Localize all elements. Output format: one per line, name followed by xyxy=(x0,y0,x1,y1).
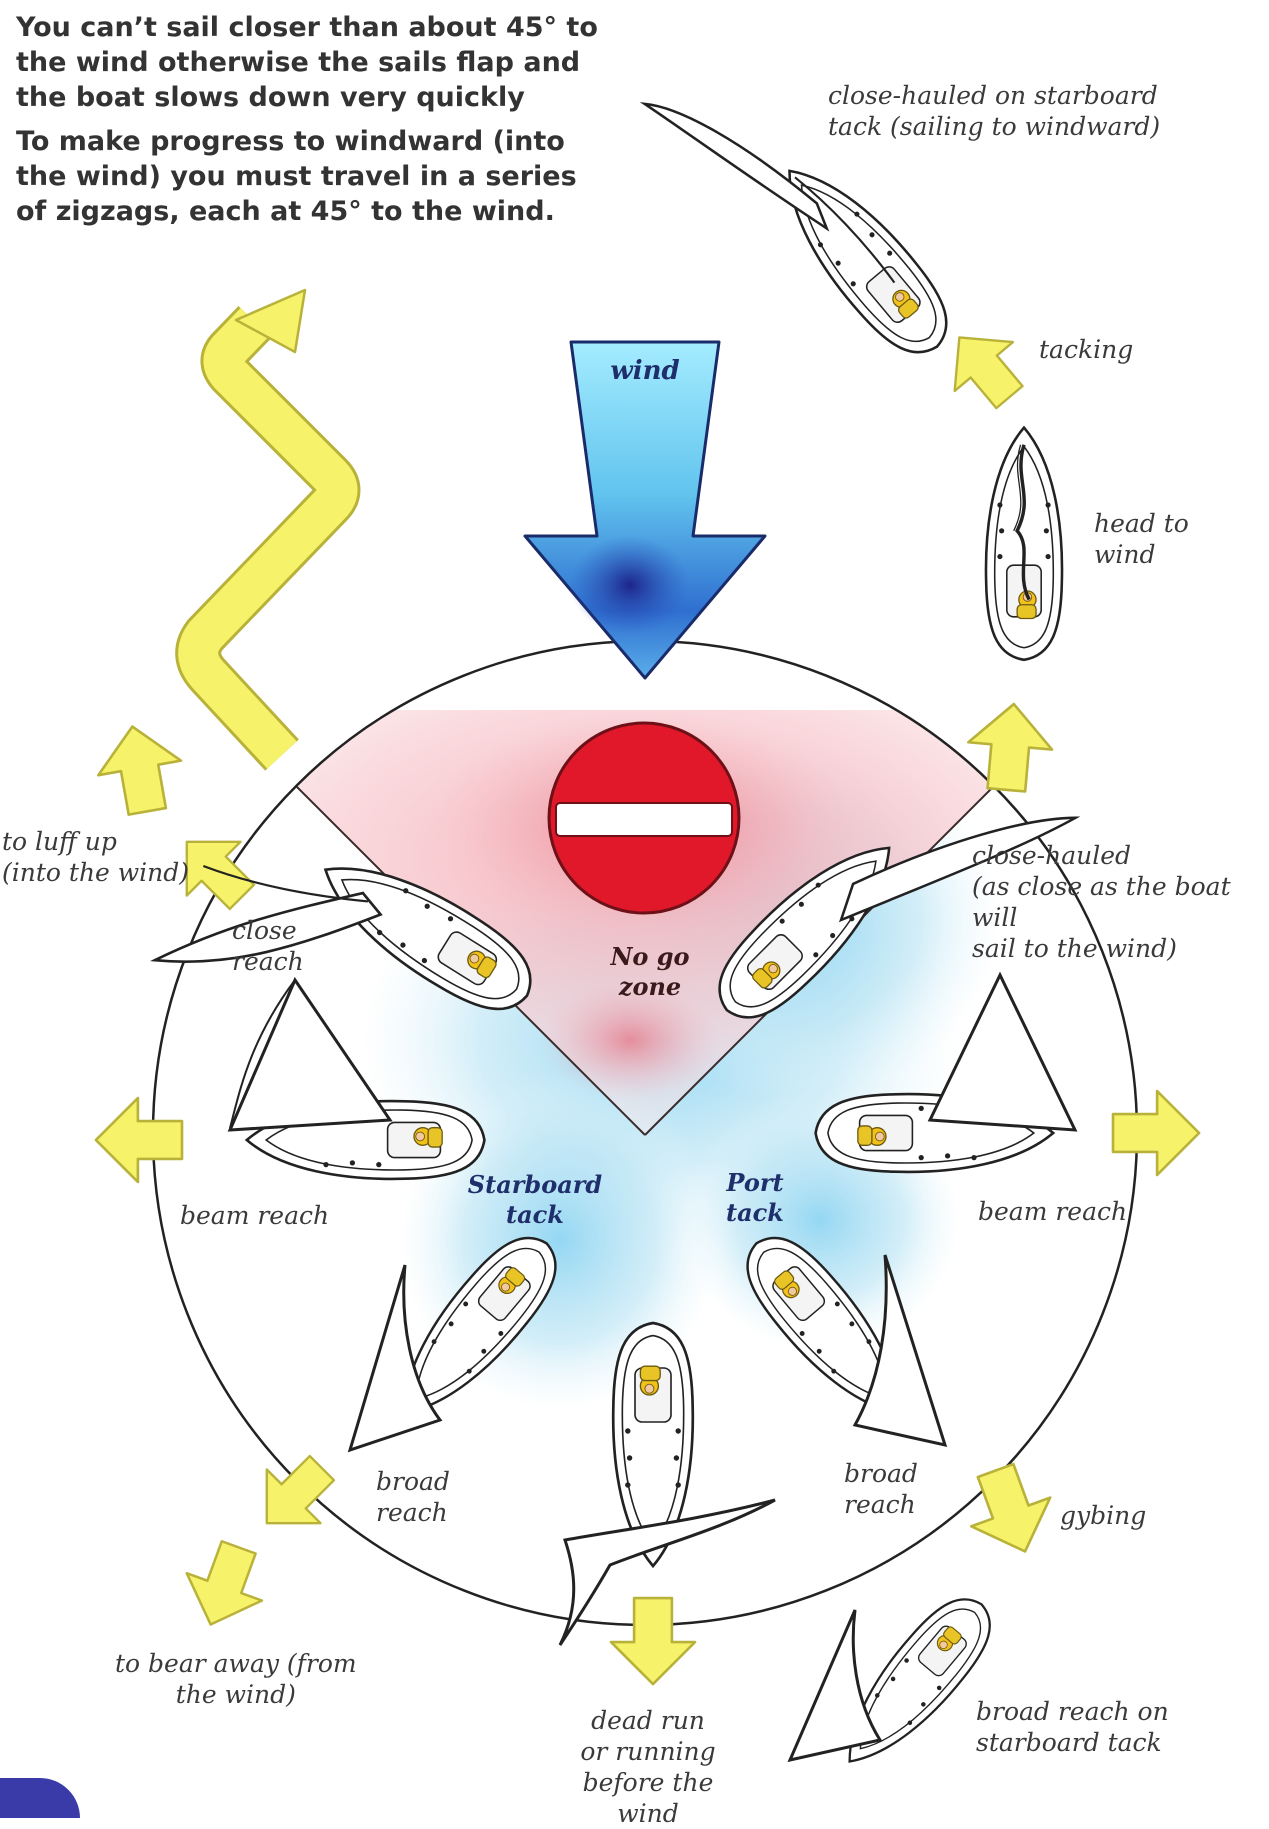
gybing-label: gybing xyxy=(1060,1500,1146,1531)
zigzag-arrow-icon xyxy=(198,290,337,755)
to-luff-up-label: to luff up(into the wind) xyxy=(2,826,189,888)
tacking-label: tacking xyxy=(1039,334,1133,365)
no-entry-sign-icon xyxy=(549,723,739,913)
beam-reach-right-label: beam reach xyxy=(978,1196,1127,1227)
intro-paragraph-1: You can’t sail closer than about 45° to … xyxy=(16,10,616,115)
intro-paragraph-2: To make progress to windward (into the w… xyxy=(16,124,616,229)
wind-label: wind xyxy=(600,356,690,386)
beam-reach-left-label: beam reach xyxy=(180,1200,329,1231)
wind-arrow-icon xyxy=(525,342,765,678)
